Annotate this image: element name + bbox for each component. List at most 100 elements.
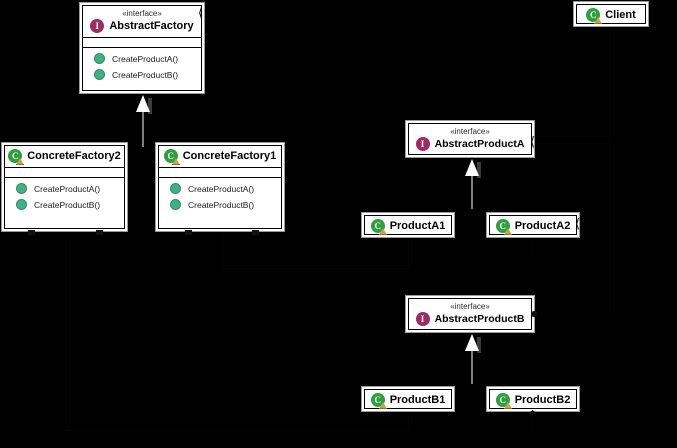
class-icon-badge-base	[594, 22, 603, 24]
product-b2-title: ProductB2	[514, 394, 571, 406]
operation-label: CreateProductB()	[188, 199, 255, 210]
operation-label: CreateProductA()	[188, 183, 255, 194]
node-product-b2[interactable]: C ProductB2	[486, 386, 580, 412]
product-a1-header: C ProductA1	[365, 216, 451, 237]
class-icon-badge	[378, 228, 387, 235]
class-icon-badge	[171, 158, 180, 165]
class-icon: C	[370, 393, 387, 409]
interface-icon-letter: I	[415, 312, 430, 326]
class-icon: C	[586, 8, 603, 24]
product-a1-title: ProductA1	[389, 220, 446, 232]
operation-row[interactable]: CreateProductB()	[5, 199, 124, 210]
generalization-arrow-factories	[126, 95, 160, 147]
link-concretefactory2-to-productb1	[66, 232, 67, 430]
class-icon-badge-base	[503, 233, 512, 235]
class-icon: C	[495, 219, 512, 235]
link-productb1-stem	[408, 412, 409, 430]
public-operation-icon	[16, 183, 27, 194]
product-b1-header: C ProductB1	[365, 390, 451, 411]
concrete-factory-1-bottom-connector	[185, 230, 192, 235]
interface-icon: I	[415, 312, 430, 326]
operation-row[interactable]: CreateProductA()	[83, 53, 201, 64]
abstract-product-a-header: «interface» I AbstractProductA	[409, 124, 531, 155]
abstract-factory-header: «interface» I AbstractFactory	[83, 6, 201, 38]
node-client[interactable]: C Client	[573, 1, 649, 27]
product-a2-right-connector: ⟨	[575, 217, 581, 232]
concrete-factory-2-operations: CreateProductA() CreateProductB()	[5, 178, 124, 228]
class-icon-badge	[378, 402, 387, 409]
class-icon-badge	[16, 158, 25, 165]
operation-row[interactable]: CreateProductB()	[159, 199, 281, 210]
abstract-factory-attributes	[83, 38, 201, 48]
abstract-factory-right-connector: ⟨	[198, 6, 204, 21]
abstract-factory-stereotype: «interface»	[122, 9, 162, 18]
class-icon-badge-base	[16, 163, 25, 165]
abstract-product-b-right-connector	[531, 311, 537, 317]
node-product-a2[interactable]: C ProductA2	[486, 212, 580, 238]
operation-label: CreateProductA()	[112, 53, 179, 64]
abstract-factory-title: AbstractFactory	[109, 20, 194, 32]
class-icon-badge-base	[378, 233, 387, 235]
concrete-factory-1-operations: CreateProductA() CreateProductB()	[159, 178, 281, 228]
node-concrete-factory-2[interactable]: C ConcreteFactory2 CreateProductA() Crea…	[1, 142, 128, 232]
client-title: Client	[605, 9, 636, 21]
concrete-factory-1-attributes	[159, 168, 281, 178]
node-concrete-factory-1[interactable]: C ConcreteFactory1 CreateProductA() Crea…	[155, 142, 285, 232]
node-abstract-product-a[interactable]: «interface» I AbstractProductA	[405, 120, 535, 158]
link-productb2-stem	[532, 412, 533, 432]
link-producta1-stem	[408, 212, 409, 268]
link-client-to-abstractfactory	[205, 18, 595, 19]
operation-row[interactable]: CreateProductA()	[5, 183, 124, 194]
public-operation-icon	[16, 199, 27, 210]
abstract-product-b-header: «interface» I AbstractProductB	[409, 299, 531, 330]
operation-label: CreateProductA()	[34, 183, 101, 194]
abstract-product-a-stereotype: «interface»	[450, 127, 490, 136]
concrete-factory-2-title: ConcreteFactory2	[27, 150, 121, 162]
class-icon: C	[495, 393, 512, 409]
concrete-factory-2-bottom-connector	[28, 230, 35, 235]
interface-icon-letter: I	[90, 19, 105, 33]
operation-label: CreateProductB()	[34, 199, 101, 210]
product-a2-title: ProductA2	[514, 220, 571, 232]
abstract-factory-operations: CreateProductA() CreateProductB()	[83, 48, 201, 90]
abstract-product-b-title: AbstractProductB	[434, 313, 525, 325]
class-icon-badge-base	[378, 407, 387, 409]
node-abstract-product-b[interactable]: «interface» I AbstractProductB	[405, 295, 535, 333]
class-icon: C	[370, 219, 387, 235]
operation-label: CreateProductB()	[112, 69, 179, 80]
concrete-factory-1-header: C ConcreteFactory1	[159, 146, 281, 168]
product-b2-bottom-connector	[528, 410, 537, 414]
public-operation-icon	[170, 199, 181, 210]
client-header: C Client	[577, 5, 645, 26]
operation-row[interactable]: CreateProductA()	[159, 183, 281, 194]
abstract-product-a-right-connector: ⟨	[530, 135, 536, 150]
class-icon-badge-base	[503, 407, 512, 409]
class-icon-badge-base	[171, 163, 180, 165]
public-operation-icon	[170, 183, 181, 194]
abstract-product-a-title: AbstractProductA	[434, 138, 525, 150]
public-operation-icon	[94, 69, 105, 80]
concrete-factory-2-attributes	[5, 168, 124, 178]
node-product-b1[interactable]: C ProductB1	[361, 386, 455, 412]
operation-row[interactable]: CreateProductB()	[83, 69, 201, 80]
concrete-factory-2-header: C ConcreteFactory2	[5, 146, 124, 168]
link-productb1-feed	[66, 430, 409, 431]
product-a2-header: C ProductA2	[490, 216, 576, 237]
link-concretefactory1-to-producta1	[222, 232, 223, 268]
interface-icon: I	[415, 137, 430, 151]
abstract-product-b-stereotype: «interface»	[450, 302, 490, 311]
link-producta1-feed	[222, 268, 408, 269]
class-icon: C	[8, 149, 25, 165]
concrete-factory-1-bottom-connector-2	[252, 230, 259, 235]
class-icon-badge	[594, 17, 603, 24]
generalization-arrow-product-b	[455, 334, 489, 384]
concrete-factory-1-title: ConcreteFactory1	[182, 150, 277, 162]
node-abstract-factory[interactable]: «interface» I AbstractFactory CreateProd…	[79, 2, 205, 94]
public-operation-icon	[94, 53, 105, 64]
link-abstractproductb-right	[535, 317, 611, 318]
class-icon: C	[163, 149, 180, 165]
link-abstractproducta-right	[535, 143, 611, 144]
node-product-a1[interactable]: C ProductA1	[361, 212, 455, 238]
link-producta2-stem	[532, 236, 533, 258]
